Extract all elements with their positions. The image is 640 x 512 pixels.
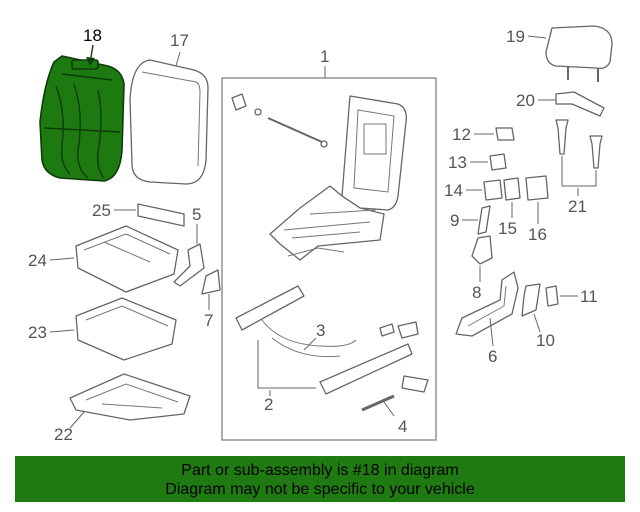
part-6-side-trim[interactable] bbox=[455, 271, 519, 337]
callout-18: 18 bbox=[83, 26, 102, 45]
part-18-seat-back-cover[interactable] bbox=[39, 55, 125, 182]
callout-24: 24 bbox=[28, 251, 47, 270]
part-9-clip[interactable] bbox=[477, 205, 491, 235]
leader-6 bbox=[489, 317, 494, 347]
bracket-21 bbox=[561, 156, 597, 187]
leader-19 bbox=[527, 35, 547, 39]
part-1-cable-rod[interactable] bbox=[231, 93, 328, 148]
callout-12: 12 bbox=[452, 125, 471, 144]
callout-16: 16 bbox=[528, 225, 547, 244]
callout-14: 14 bbox=[444, 181, 463, 200]
part-22-cushion-frame[interactable] bbox=[69, 373, 191, 421]
part-14-clip[interactable] bbox=[483, 179, 503, 201]
callout-10: 10 bbox=[536, 331, 555, 350]
callout-3: 3 bbox=[316, 321, 325, 340]
part-2-seat-track[interactable] bbox=[235, 285, 419, 395]
part-1-seat-frame[interactable] bbox=[269, 95, 407, 261]
callout-5: 5 bbox=[192, 205, 201, 224]
callout-17: 17 bbox=[170, 31, 189, 50]
callout-20: 20 bbox=[516, 91, 535, 110]
callout-6: 6 bbox=[488, 347, 497, 366]
bracket-2 bbox=[257, 340, 316, 389]
leader-4 bbox=[383, 401, 395, 417]
leader-3 bbox=[303, 337, 317, 351]
part-11-clip[interactable] bbox=[545, 285, 559, 307]
assembly-box bbox=[221, 77, 437, 441]
part-7-bracket[interactable] bbox=[201, 269, 221, 295]
callout-4: 4 bbox=[398, 417, 407, 436]
part-8-bracket[interactable] bbox=[471, 235, 493, 265]
part-4-strut[interactable] bbox=[361, 375, 429, 412]
callout-2: 2 bbox=[264, 395, 273, 414]
part-17-seat-back-panel[interactable] bbox=[129, 59, 209, 185]
callout-25: 25 bbox=[92, 201, 111, 220]
callout-13: 13 bbox=[448, 153, 467, 172]
leader-24 bbox=[49, 257, 75, 261]
part-21-bolts[interactable] bbox=[555, 119, 603, 169]
part-25-trim[interactable] bbox=[137, 203, 185, 227]
leader-10 bbox=[533, 313, 541, 333]
part-24-cushion-cover[interactable] bbox=[75, 225, 179, 293]
callout-1: 1 bbox=[320, 47, 329, 66]
part-16-clip[interactable] bbox=[525, 175, 549, 201]
callout-22: 22 bbox=[54, 425, 73, 444]
leader-23 bbox=[49, 329, 75, 333]
info-banner: Part or sub-assembly is #18 in diagram D… bbox=[15, 456, 625, 502]
banner-line-part: Part or sub-assembly is #18 in diagram bbox=[181, 462, 459, 479]
part-20-guide[interactable] bbox=[555, 91, 605, 117]
leader-17 bbox=[175, 51, 181, 67]
leader-22 bbox=[69, 411, 85, 429]
part-12-clip[interactable] bbox=[495, 127, 515, 141]
part-23-cushion-pad[interactable] bbox=[75, 297, 177, 361]
callout-9: 9 bbox=[450, 211, 459, 230]
callout-8: 8 bbox=[472, 283, 481, 302]
parts-diagram: 18 17 1 3 2 4 bbox=[28, 25, 613, 444]
callout-19: 19 bbox=[506, 27, 525, 46]
banner-line-disclaimer: Diagram may not be specific to your vehi… bbox=[165, 481, 475, 498]
part-5-bracket[interactable] bbox=[173, 243, 205, 287]
callout-11: 11 bbox=[580, 287, 598, 306]
callout-21: 21 bbox=[568, 197, 587, 216]
part-19-headrest[interactable] bbox=[545, 25, 613, 82]
callout-15: 15 bbox=[498, 219, 517, 238]
callout-7: 7 bbox=[204, 311, 213, 330]
part-13-clip[interactable] bbox=[489, 153, 507, 171]
part-10-cover[interactable] bbox=[521, 283, 541, 317]
part-15-clip[interactable] bbox=[503, 177, 521, 201]
arrow-18 bbox=[86, 57, 95, 66]
callout-23: 23 bbox=[28, 323, 47, 342]
